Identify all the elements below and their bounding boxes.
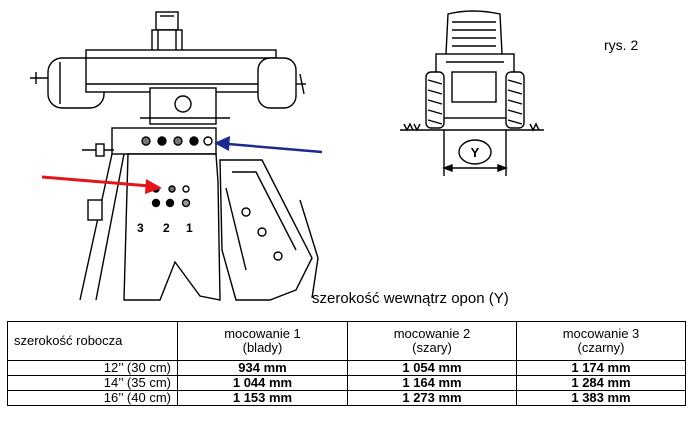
table-row: 14’’ (35 cm) 1 044 mm 1 164 mm 1 284 mm: [7, 375, 686, 391]
machine-frame-drawing: [30, 11, 319, 301]
figure-label: rys. 2: [604, 37, 639, 53]
table-cell: 1 044 mm: [177, 375, 348, 391]
table-cell: 1 153 mm: [177, 390, 348, 406]
header-working-width-label: szerokość robocza: [14, 333, 123, 348]
header-mount-3: mocowanie 3 (czarny): [516, 321, 686, 361]
header-mount-1: mocowanie 1 (blady): [177, 321, 348, 361]
table-cell: 934 mm: [177, 360, 348, 376]
header-mount-2-label: mocowanie 2: [393, 326, 471, 341]
header-mount-2: mocowanie 2 (szary): [347, 321, 517, 361]
position-number-2: 2: [163, 221, 170, 235]
table-cell-width: 12’’ (30 cm): [7, 360, 178, 376]
table-row: 12’’ (30 cm) 934 mm 1 054 mm 1 174 mm: [7, 360, 686, 376]
table-cell: 1 164 mm: [347, 375, 517, 391]
header-mount-1-label: mocowanie 1: [224, 326, 301, 341]
red-arrow: [41, 175, 162, 194]
table-cell-width: 14’’ (35 cm): [7, 375, 178, 391]
header-mount-3-color: (czarny): [577, 340, 625, 355]
position-number-1: 1: [186, 221, 193, 235]
figure-caption: szerokość wewnątrz opon (Y): [312, 290, 509, 307]
table-cell: 1 273 mm: [347, 390, 517, 406]
table-cell: 1 054 mm: [347, 360, 517, 376]
header-mount-1-color: (blady): [242, 340, 283, 355]
table-cell: 1 383 mm: [516, 390, 686, 406]
table-header-row: szerokość robocza mocowanie 1 (blady) mo…: [7, 321, 686, 361]
header-mount-2-color: (szary): [412, 340, 452, 355]
table-cell-width: 16’’ (40 cm): [7, 390, 178, 406]
header-working-width: szerokość robocza: [7, 321, 178, 361]
dimension-symbol: Y: [471, 145, 480, 160]
blue-arrow: [214, 136, 323, 154]
table-cell: 1 174 mm: [516, 360, 686, 376]
tractor-drawing: [400, 10, 544, 176]
width-table: szerokość robocza mocowanie 1 (blady) mo…: [7, 321, 686, 406]
table-cell: 1 284 mm: [516, 375, 686, 391]
header-mount-3-label: mocowanie 3: [562, 326, 640, 341]
position-number-3: 3: [137, 221, 144, 235]
table-row: 16’’ (40 cm) 1 153 mm 1 273 mm 1 383 mm: [7, 390, 686, 406]
